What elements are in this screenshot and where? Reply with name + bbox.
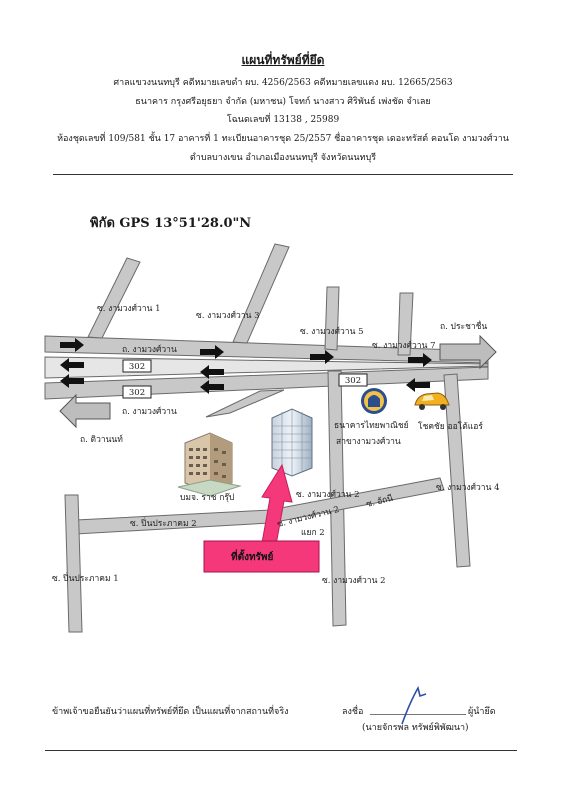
deed-line: โฉนดเลขที่ 13138 , 25989 bbox=[226, 115, 340, 125]
label-pin-2: ซ. ปิ่นประภาคม 2 bbox=[130, 517, 197, 529]
highway-badge-text: 302 bbox=[345, 376, 361, 386]
arrow-right-icon bbox=[408, 353, 432, 367]
highway-302-labels: 302 302 302 bbox=[122, 359, 368, 399]
highway-badge-text: 302 bbox=[129, 362, 145, 372]
highway-badge bbox=[122, 359, 152, 373]
label-soi-2-a: ซ. งามวงศ์วาน 2 bbox=[296, 489, 359, 500]
highway-badge bbox=[122, 385, 152, 399]
label-soi-5: ซ. งามวงศ์วาน 5 bbox=[300, 326, 363, 337]
arrow-left-icon bbox=[60, 374, 84, 388]
road-soi-3 bbox=[232, 243, 290, 344]
highway-badge-text: 302 bbox=[129, 388, 145, 398]
label-yaek-2: แยก 2 bbox=[301, 528, 325, 538]
chokchai-car-icon bbox=[414, 392, 450, 410]
gps-coordinate: พิกัด GPS 13°51'28.0"N bbox=[90, 216, 252, 231]
arrow-left-icon bbox=[200, 365, 224, 379]
header-divider bbox=[53, 174, 513, 175]
map-title: แผนที่ทรัพย์ที่ยึด bbox=[241, 53, 325, 67]
label-bank-line2: สาขางามวงศ์วาน bbox=[336, 436, 401, 447]
case-number-line: ศาลแขวงนนทบุรี คดีหมายเลขดำ ผบ. 4256/256… bbox=[113, 78, 453, 88]
footer-statement: ข้าพเจ้าขอยืนยันว่าแผนที่ทรัพย์ที่ยึด เป… bbox=[52, 707, 289, 717]
signer-name: (นายจักรพล ทรัพย์พิพัฒนา) bbox=[362, 723, 469, 733]
label-soi-1: ซ. งามวงศ์วาน 1 bbox=[97, 303, 160, 314]
signature-line bbox=[370, 714, 466, 715]
label-soi-3: ซ. งามวงศ์วาน 3 bbox=[196, 310, 259, 321]
signature-mark-icon bbox=[401, 685, 427, 725]
raj-group-building-icon bbox=[177, 432, 242, 497]
arrow-left-icon bbox=[200, 380, 224, 394]
road-median bbox=[44, 356, 489, 379]
property-pointer-arrow-icon bbox=[261, 463, 293, 546]
arrow-left-icon bbox=[406, 378, 430, 392]
label-prachachuen: ถ. ประชาชื่น bbox=[440, 320, 487, 332]
label-raj-group: บมจ. ราช กรุ๊ป bbox=[180, 492, 234, 503]
label-bank-line1: ธนาคารไทยพาณิชย์ bbox=[334, 420, 409, 431]
arrow-left-icon bbox=[60, 358, 84, 372]
address-line: ตำบลบางเขน อำเภอเมืองนนทบุรี จังหวัดนนทบ… bbox=[189, 153, 377, 163]
road-main-upper bbox=[44, 335, 489, 364]
condo-tower-icon bbox=[271, 408, 313, 477]
road-network bbox=[44, 243, 489, 633]
highway-badge bbox=[338, 373, 368, 387]
label-road-top: ถ. งามวงศ์วาน bbox=[122, 344, 177, 355]
label-chokchai: โชคชัย ออโต้แอร์ bbox=[418, 421, 483, 432]
traffic-arrows bbox=[60, 338, 432, 394]
scb-bank-logo-icon bbox=[361, 388, 387, 414]
arrow-right-icon bbox=[200, 345, 224, 359]
sign-label: ลงชื่อ bbox=[342, 707, 364, 717]
label-property: ที่ตั้งทรัพย์ bbox=[231, 549, 274, 563]
footer-divider bbox=[45, 750, 517, 751]
property-location-box bbox=[203, 540, 320, 573]
road-soi-4 bbox=[443, 373, 471, 568]
label-soi-4: ซ. งามวงศ์วาน 4 bbox=[436, 482, 499, 493]
road-soi-7 bbox=[397, 292, 414, 356]
label-soi-7: ซ. งามวงศ์วาน 7 bbox=[372, 340, 435, 351]
road-pin-1 bbox=[64, 494, 83, 633]
road-soi-5 bbox=[324, 286, 340, 351]
map-labels: ซ. งามวงศ์วาน 1 ซ. งามวงศ์วาน 3 ซ. งามวง… bbox=[52, 303, 499, 586]
road-lower-left bbox=[205, 389, 285, 418]
label-soi-2-c: ซ. งามวงศ์วาน 2 bbox=[322, 575, 385, 586]
arrow-right-icon bbox=[310, 350, 334, 364]
road-soi-1 bbox=[87, 257, 141, 339]
sign-role: ผู้นำยึด bbox=[468, 707, 496, 717]
label-tiwanon: ถ. ติวานนท์ bbox=[80, 434, 123, 445]
label-pin-1: ซ. ปิ่นประภาคม 1 bbox=[52, 572, 119, 584]
parties-line: ธนาคาร กรุงศรีอยุธยา จำกัด (มหาชน) โจทก์… bbox=[135, 97, 431, 107]
to-tiwanon-arrow-icon bbox=[59, 393, 111, 429]
arrow-right-icon bbox=[60, 338, 84, 352]
unit-line: ห้องชุดเลขที่ 109/581 ชั้น 17 อาคารที่ 1… bbox=[57, 134, 509, 144]
to-prachachuen-arrow-icon bbox=[439, 334, 497, 370]
label-road-bottom: ถ. งามวงศ์วาน bbox=[122, 406, 177, 417]
